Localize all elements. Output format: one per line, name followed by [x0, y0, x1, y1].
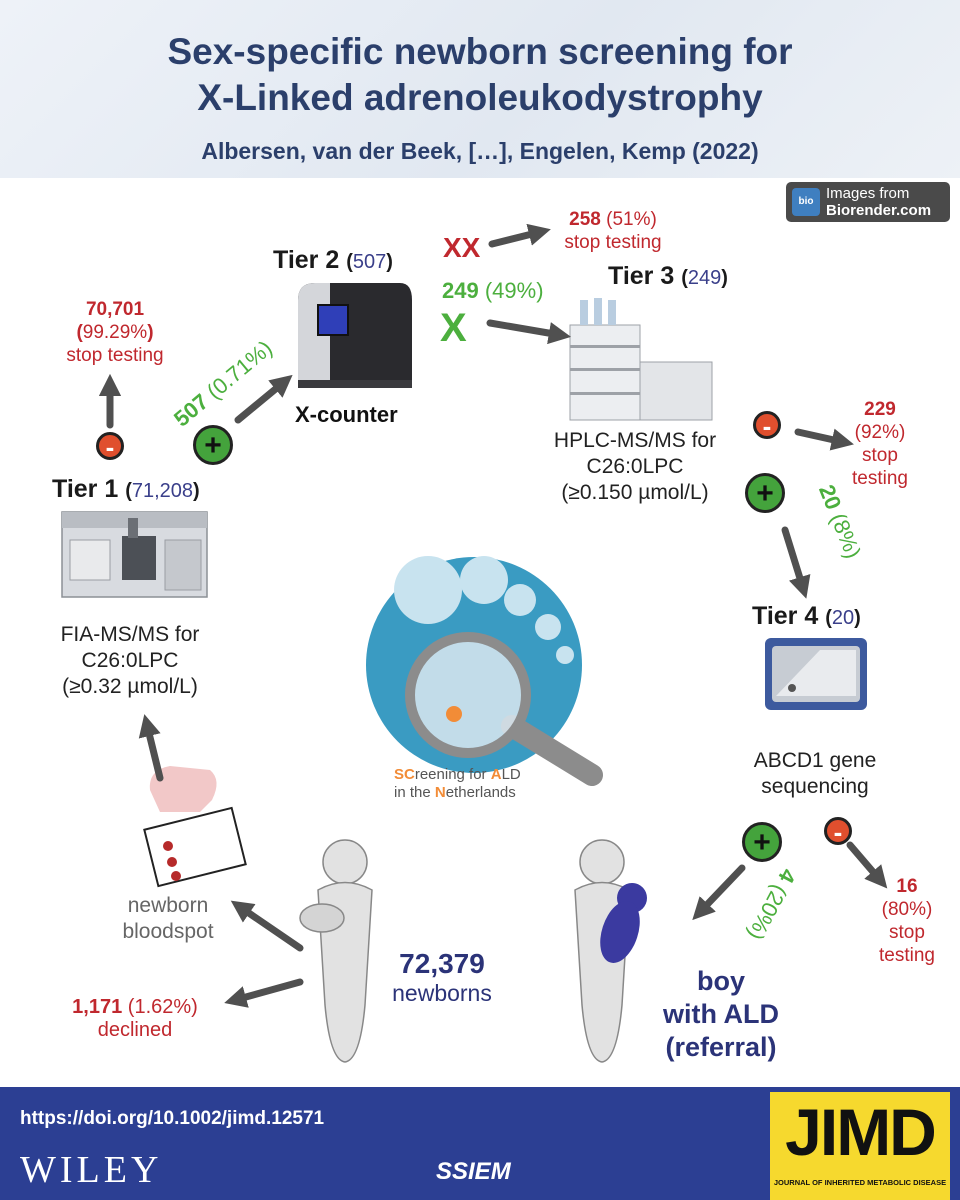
declined-stat: 1,171 (1.62%) declined: [40, 996, 230, 1042]
tier-1-method: FIA-MS/MS for C26:0LPC (≥0.32 µmol/L): [30, 622, 230, 700]
wiley-logo: WILEY: [20, 1149, 163, 1191]
tier-4-stop-count: 16: [896, 876, 918, 897]
header-banner: [0, 0, 960, 178]
plus-icon: +: [745, 473, 785, 513]
tier-4-method: ABCD1 gene sequencing: [720, 748, 910, 800]
bloodspot-line-2: bloodspot: [122, 920, 214, 943]
tier-4-method-line-1: ABCD1 gene: [753, 749, 877, 772]
tier-3-label: Tier 3: [608, 262, 675, 290]
parent-with-boy-icon: [574, 839, 647, 1063]
tier-3-stop-stat: 229 (92%) stop testing: [835, 398, 925, 490]
tier-3-stop-text-1: stop: [862, 445, 898, 466]
logo-sc: SC: [394, 766, 415, 783]
outcome-line-2: with ALD: [663, 999, 779, 1029]
newborns-text: newborns: [392, 980, 492, 1006]
tier-2-label: Tier 2: [273, 246, 340, 274]
tier-1-method-line-3: (≥0.32 µmol/L): [62, 675, 198, 698]
minus-icon: -: [753, 411, 781, 439]
tier-3-method-line-3: (≥0.150 µmol/L): [561, 481, 709, 504]
flow-arrows: [98, 223, 888, 1008]
hplc-system-icon: [569, 298, 713, 421]
parent-with-newborn-icon: [299, 839, 373, 1063]
minus-icon: -: [824, 817, 852, 845]
logo-ld: LD: [501, 766, 521, 783]
x-pass-count: 249: [442, 278, 479, 303]
tier-4-stop-text-1: stop: [889, 922, 925, 943]
declined-count: 1,171: [72, 996, 123, 1018]
tier-3-stop-text-2: testing: [852, 468, 908, 489]
xx-stop-count: 258: [569, 209, 601, 230]
tier-4-method-line-2: sequencing: [761, 775, 869, 798]
tier-1-stop-pct: 99.29%: [82, 322, 148, 343]
bloodspot-card-icon: [143, 766, 247, 888]
tier-4-count: 20: [831, 607, 855, 629]
title-line-1: Sex-specific newborn screening for: [167, 31, 793, 72]
logo-line2-pre: in the: [394, 784, 435, 801]
tier-4-title: Tier 4 (20): [752, 602, 861, 630]
logo-line1-rest: reening for: [414, 766, 491, 783]
ms-instrument-icon: [61, 511, 208, 598]
ssiem-logo: SSIEM: [436, 1158, 511, 1185]
logo-line2-rest: etherlands: [445, 784, 516, 801]
xx-stop-stat: 258 (51%) stop testing: [548, 208, 678, 254]
newborns-count: 72,379: [399, 948, 485, 979]
authors: Albersen, van der Beek, […], Engelen, Ke…: [201, 138, 759, 164]
logo-n: N: [434, 784, 446, 801]
tier-3-stop-count: 229: [864, 399, 896, 420]
tier-3-count: 249: [687, 267, 722, 289]
tier-4-label: Tier 4: [752, 602, 819, 630]
tier-1-method-line-1: FIA-MS/MS for: [60, 623, 200, 646]
tier-3-stop-pct: (92%): [854, 422, 906, 443]
credit-line-1: Images from: [826, 185, 910, 202]
xx-stop-pct: (51%): [606, 209, 657, 230]
x-counter-label: X-counter: [295, 402, 398, 427]
plus-icon: +: [742, 822, 782, 862]
jimd-name: JOURNAL OF INHERITED METABOLIC DISEASE: [773, 1178, 947, 1187]
tier-1-stop-count: 70,701: [85, 299, 145, 320]
tier-3-method-line-1: HPLC-MS/MS for: [553, 429, 717, 452]
xx-stop-text: stop testing: [564, 232, 662, 253]
outcome-line-3: (referral): [665, 1032, 777, 1062]
tier-3-method: HPLC-MS/MS for C26:0LPC (≥0.150 µmol/L): [520, 428, 750, 506]
tier-4-stop-stat: 16 (80%) stop testing: [862, 875, 952, 967]
plus-icon: +: [193, 425, 233, 465]
jimd-abbr: JIMD: [785, 1095, 937, 1169]
tier-1-stop-text: stop testing: [66, 345, 164, 366]
biorender-credit: bio RENDER Images from Biorender.com: [786, 182, 950, 235]
x-counter-device-icon: [298, 283, 412, 388]
tier-1-method-line-2: C26:0LPC: [81, 649, 179, 672]
tier-4-stop-text-2: testing: [879, 945, 935, 966]
bloodspot-label: newborn bloodspot: [98, 893, 238, 945]
tier-3-method-line-2: C26:0LPC: [586, 455, 684, 478]
credit-line-2: Biorender.com: [826, 202, 932, 219]
tier-1-count: 71,208: [131, 480, 194, 502]
doi-link[interactable]: https://doi.org/10.1002/jimd.12571: [20, 1108, 325, 1129]
outcome-line-1: boy: [696, 966, 745, 996]
biorender-logo: bio RENDER: [792, 188, 834, 235]
tier-1-label: Tier 1: [52, 475, 119, 503]
tier-3-title: Tier 3 (249): [608, 262, 728, 290]
tier-2-count: 507: [352, 251, 387, 273]
tier-1-title: Tier 1 (71,208): [52, 475, 200, 503]
tier-4-stop-pct: (80%): [881, 899, 933, 920]
minus-icon: -: [96, 432, 124, 460]
tier-1-stop-stat: 70,701 (99.29%) stop testing: [40, 298, 190, 367]
x-pass-pct: (49%): [484, 278, 544, 303]
outcome-label: boy with ALD (referral): [636, 965, 806, 1064]
declined-pct: (1.62%): [127, 996, 198, 1018]
newborns-stat: 72,379 newborns: [372, 948, 512, 1007]
x-pass-stat: 249 (49%): [442, 278, 544, 304]
bloodspot-line-1: newborn: [127, 894, 209, 917]
x-symbol: X: [440, 306, 467, 350]
scan-logo-text: SCreening for ALD in the Netherlands: [394, 766, 564, 802]
sequencer-device-icon: [765, 638, 867, 710]
tier-2-title: Tier 2 (507): [273, 246, 393, 274]
xx-symbol: XX: [443, 232, 481, 263]
scan-logo-icon: [366, 556, 603, 786]
declined-text: declined: [97, 1019, 173, 1041]
title-line-2: X-Linked adrenoleukodystrophy: [197, 77, 763, 118]
logo-a: A: [490, 766, 502, 783]
jimd-logo: JIMD JOURNAL OF INHERITED METABOLIC DISE…: [770, 1092, 950, 1200]
